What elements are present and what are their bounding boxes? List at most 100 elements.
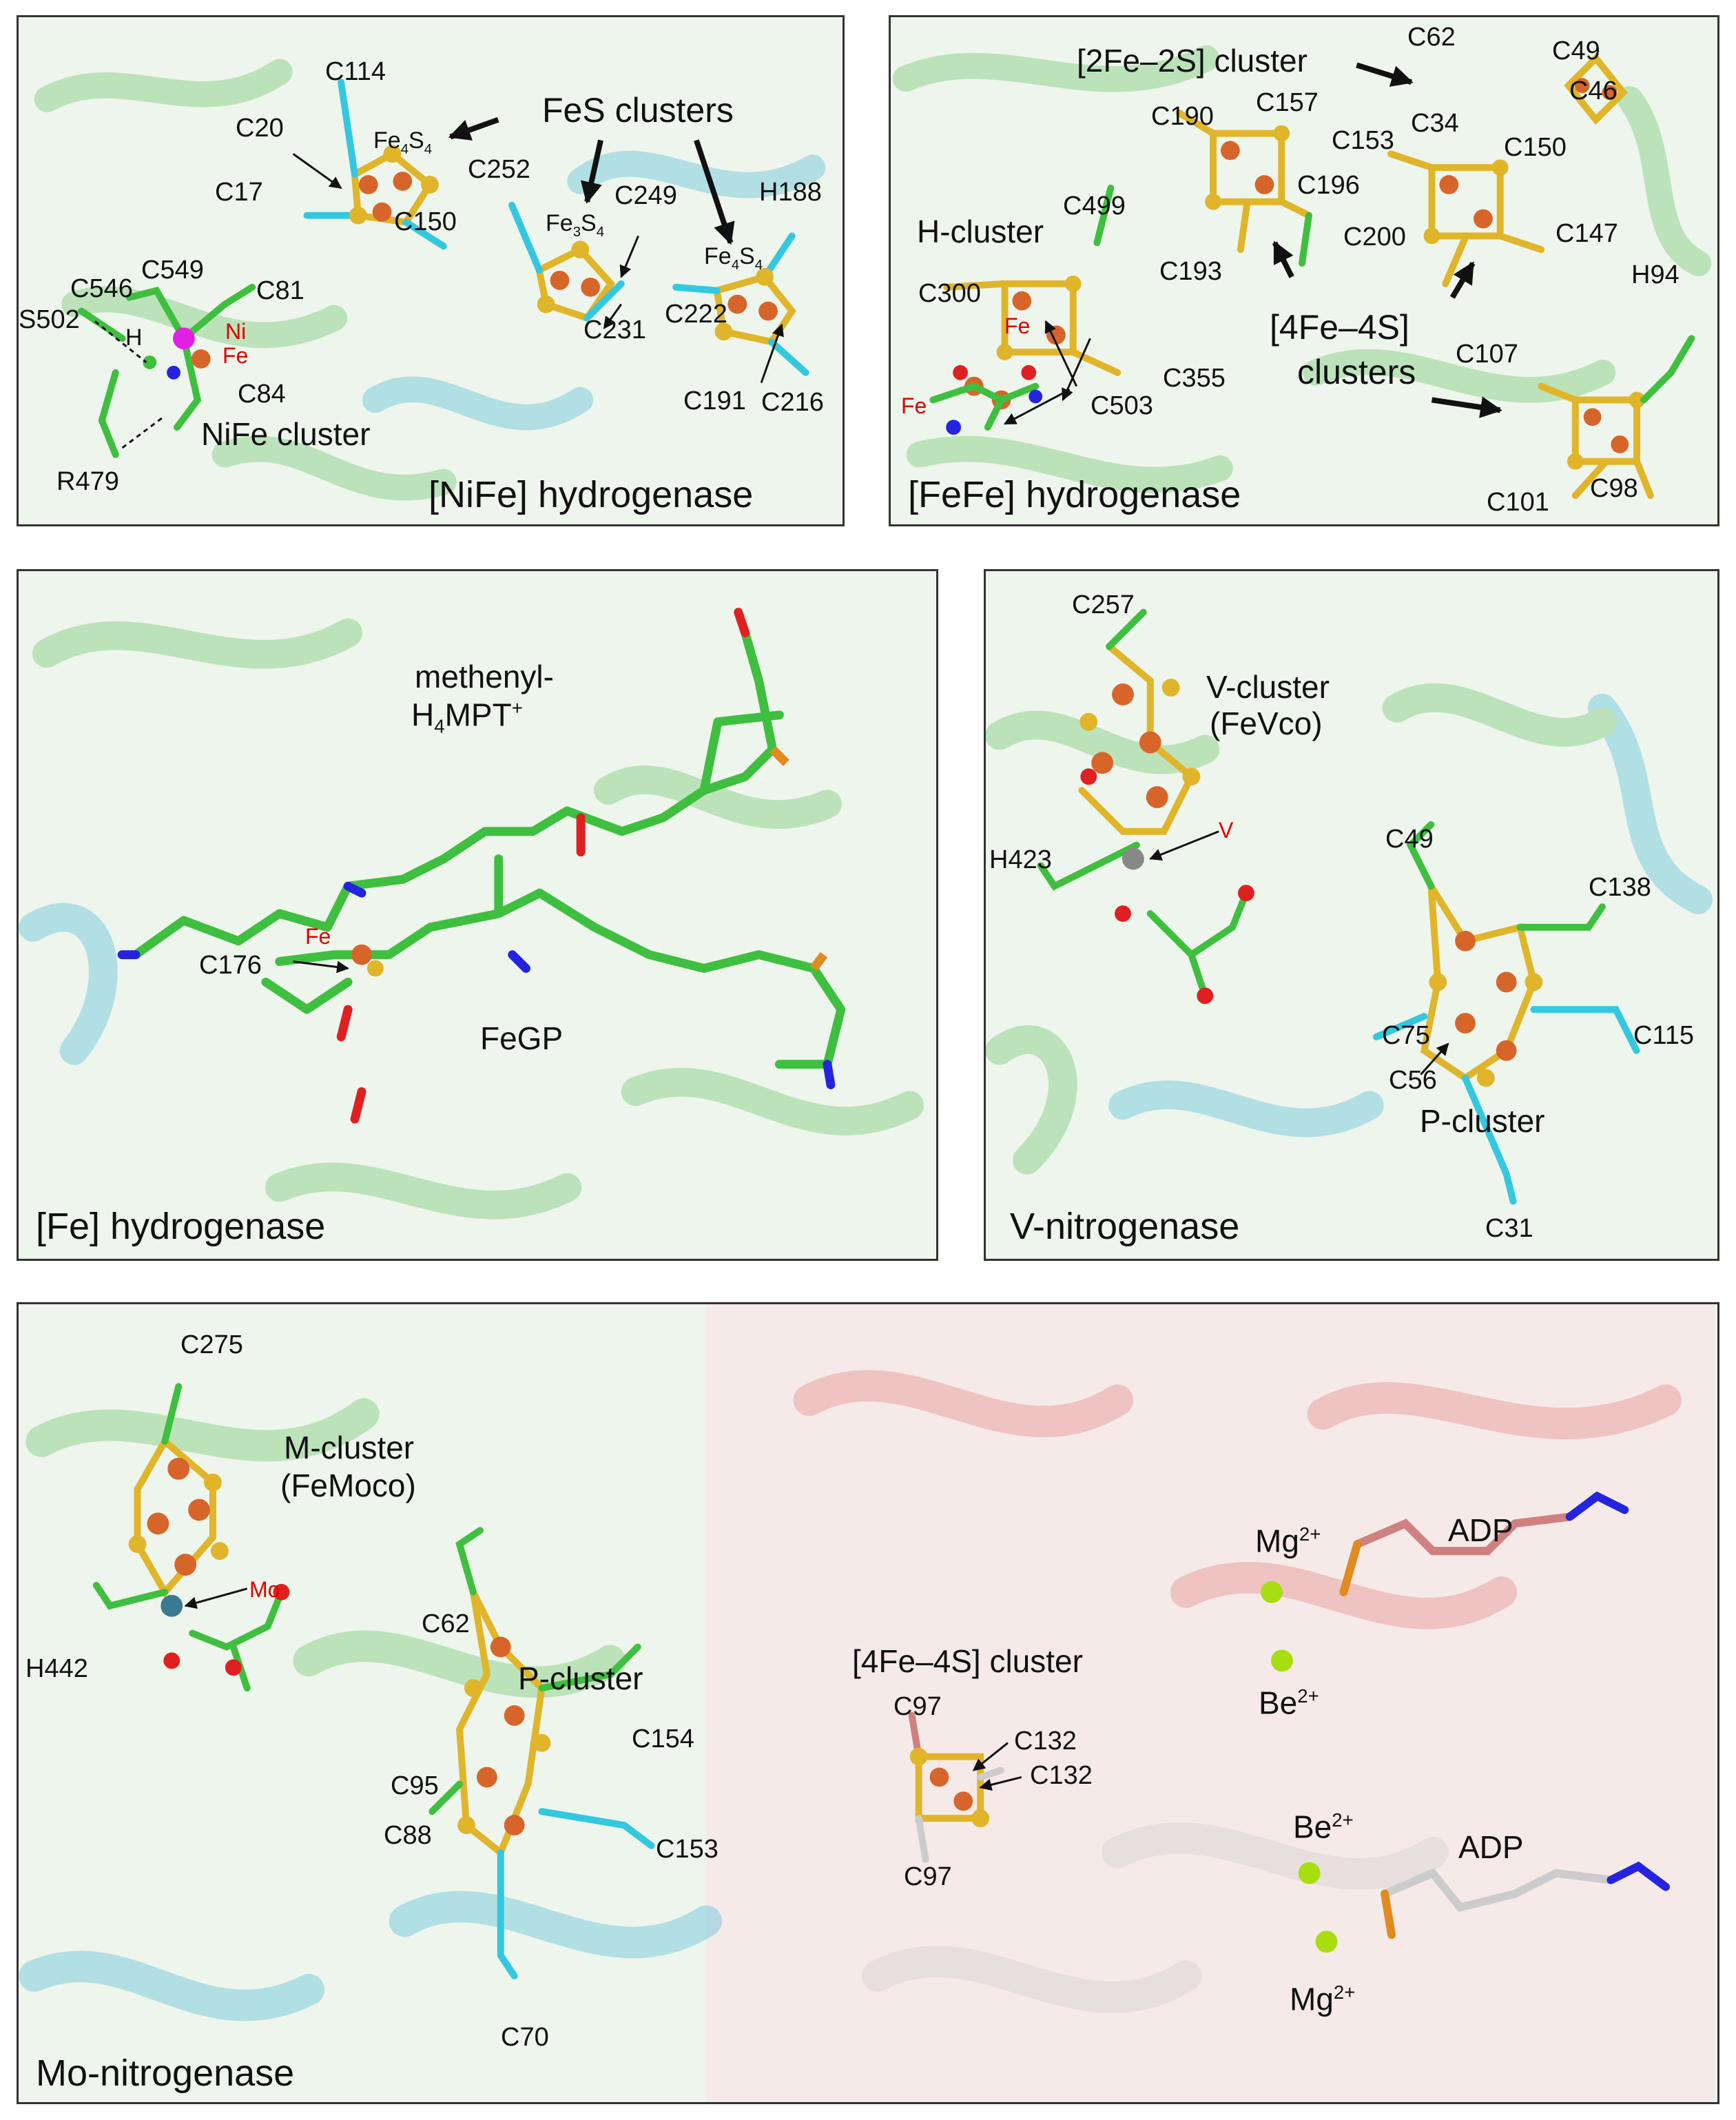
label-c150: C150 — [1504, 133, 1567, 162]
label-c84: C84 — [238, 380, 286, 409]
label-h: H — [125, 325, 143, 351]
mg-top-text: Mg — [1255, 1523, 1299, 1559]
label-p-cluster: P-cluster — [1420, 1103, 1545, 1139]
label-c88: C88 — [384, 1821, 432, 1850]
methenyl-sub: 4 — [434, 715, 445, 737]
mg-bottom-text: Mg — [1290, 1981, 1334, 2017]
label-c115: C115 — [1633, 1021, 1695, 1050]
be-top-sup: 2+ — [1297, 1685, 1319, 1707]
label-c34: C34 — [1411, 109, 1459, 138]
label-v-cluster-line2: (FeVco) — [1210, 706, 1323, 741]
label-c275: C275 — [180, 1330, 243, 1359]
label-c95: C95 — [391, 1771, 439, 1800]
nife-structure-art — [34, 59, 826, 501]
mg-top-sup: 2+ — [1299, 1523, 1321, 1545]
label-fe4s4-a: Fe4S4 — [373, 129, 432, 156]
panel-title-vnit: V-nitrogenase — [1010, 1206, 1240, 1247]
label-v-cluster-line1: V-cluster — [1206, 669, 1330, 705]
fe4s4-b-s: S — [739, 243, 755, 269]
label-fegp: FeGP — [480, 1020, 564, 1056]
panel-title-fe: [Fe] hydrogenase — [36, 1206, 326, 1247]
label-v: V — [1219, 818, 1234, 843]
fe4s4-b-main: Fe — [704, 243, 732, 269]
fe3s4-sub1: 3 — [572, 224, 581, 240]
label-p-cluster: P-cluster — [518, 1660, 643, 1696]
label-r479: R479 — [56, 467, 119, 496]
label-c62: C62 — [422, 1609, 470, 1638]
label-c31: C31 — [1485, 1214, 1533, 1243]
methenyl-sup: + — [511, 697, 523, 719]
label-s502: S502 — [19, 305, 80, 334]
label-c49: C49 — [1385, 825, 1434, 854]
fe3s4-main: Fe — [546, 210, 573, 236]
label-c499: C499 — [1063, 192, 1126, 220]
label-4fe4s-cluster: [4Fe–4S] cluster — [852, 1643, 1083, 1679]
fe3s4-s: S — [581, 210, 597, 236]
label-c193: C193 — [1159, 257, 1222, 286]
label-c56: C56 — [1389, 1066, 1437, 1095]
label-nife-cluster: NiFe cluster — [201, 416, 371, 452]
label-c153: C153 — [656, 1835, 719, 1864]
label-fe: Fe — [305, 924, 331, 949]
label-c546: C546 — [70, 274, 133, 303]
label-c190: C190 — [1151, 102, 1214, 131]
label-h442: H442 — [25, 1654, 88, 1683]
fe4s4-a-sub1: 4 — [400, 141, 409, 157]
label-4fe4s-clusters-line2: clusters — [1297, 353, 1416, 391]
label-c300: C300 — [918, 279, 981, 308]
label-c97-top: C97 — [893, 1692, 942, 1721]
label-c355: C355 — [1163, 364, 1226, 393]
panel-title-monit: Mo-nitrogenase — [36, 2052, 295, 2094]
label-c176: C176 — [199, 951, 262, 980]
label-c107: C107 — [1456, 340, 1518, 369]
label-mg-bottom: Mg2+ — [1290, 1983, 1355, 2015]
panel-mo-nitrogenase: C275 M-cluster (FeMoco) Mo H442 C62 P-cl… — [17, 1302, 1719, 2104]
label-h423: H423 — [989, 845, 1052, 874]
monit-structure-art — [19, 1304, 1715, 2102]
label-c132-b: C132 — [1030, 1761, 1093, 1790]
label-c191: C191 — [683, 387, 746, 415]
label-h-cluster: H-cluster — [917, 214, 1044, 249]
label-c20: C20 — [236, 114, 284, 143]
be-top-text: Be — [1259, 1685, 1298, 1721]
label-c252: C252 — [468, 155, 530, 184]
label-be-top: Be2+ — [1259, 1685, 1319, 1721]
fe3s4-sub2: 4 — [596, 224, 605, 240]
fe-structure-art — [19, 608, 924, 1219]
fe4s4-b-sub1: 4 — [731, 257, 740, 273]
label-methenyl-line1: methenyl- — [415, 659, 554, 694]
label-fe: Fe — [223, 343, 249, 368]
label-c222: C222 — [665, 300, 727, 329]
label-c147: C147 — [1556, 219, 1618, 248]
panel-nife-hydrogenase: FeS clusters C114 C20 Fe4S4 C17 C150 C25… — [17, 15, 845, 526]
label-h94: H94 — [1631, 260, 1680, 289]
label-c62: C62 — [1407, 23, 1456, 52]
label-be-bottom: Be2+ — [1293, 1809, 1354, 1845]
be-bottom-text: Be — [1293, 1809, 1332, 1845]
label-c231: C231 — [583, 316, 646, 344]
panel-title-fefe: [FeFe] hydrogenase — [908, 474, 1241, 515]
mg-bottom-sup: 2+ — [1333, 1982, 1356, 2003]
fe4s4-a-s: S — [409, 127, 424, 154]
label-adp-bottom: ADP — [1458, 1829, 1524, 1865]
label-h188: H188 — [759, 178, 822, 207]
label-c46: C46 — [1569, 76, 1618, 105]
label-fe-top: Fe — [1004, 313, 1031, 338]
label-c81: C81 — [256, 276, 304, 305]
label-adp-top: ADP — [1448, 1512, 1513, 1548]
label-ni: Ni — [225, 319, 247, 344]
label-c138: C138 — [1589, 873, 1651, 902]
label-fe3s4: Fe3S4 — [546, 212, 604, 239]
label-c98: C98 — [1590, 474, 1638, 503]
label-c132-a: C132 — [1014, 1727, 1077, 1756]
label-c249: C249 — [614, 181, 677, 210]
label-fes-clusters: FeS clusters — [542, 91, 734, 130]
methenyl-h: H — [411, 697, 435, 733]
panel-title-nife: [NiFe] hydrogenase — [428, 474, 754, 515]
label-c150: C150 — [394, 207, 457, 236]
label-c153: C153 — [1332, 126, 1394, 155]
panel-fefe-hydrogenase: [2Fe–2S] cluster C62 C49 C46 C34 C190 C1… — [889, 15, 1719, 526]
label-c114: C114 — [325, 57, 386, 86]
label-c200: C200 — [1343, 223, 1406, 251]
fe4s4-a-main: Fe — [373, 127, 401, 154]
